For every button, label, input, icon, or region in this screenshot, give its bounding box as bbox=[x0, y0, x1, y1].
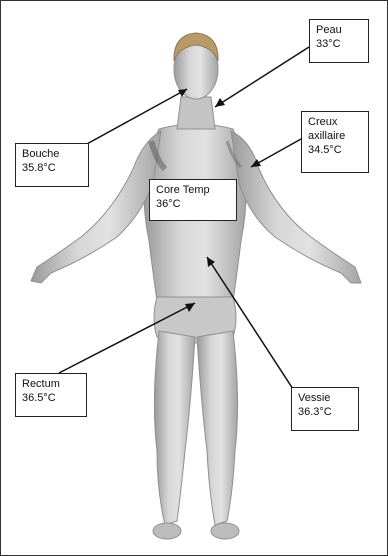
label-skin-value: 33°C bbox=[316, 37, 362, 51]
label-armpit: Creux axillaire 34.5°C bbox=[301, 111, 369, 173]
label-core-value: 36°C bbox=[156, 197, 230, 211]
label-armpit-name-line1: Creux bbox=[308, 115, 362, 129]
neck bbox=[177, 97, 215, 129]
left-leg bbox=[154, 331, 195, 525]
label-core: Core Temp 36°C bbox=[149, 179, 237, 221]
label-armpit-name-line2: axillaire bbox=[308, 129, 362, 143]
label-skin: Peau 33°C bbox=[309, 19, 369, 63]
label-armpit-value: 34.5°C bbox=[308, 143, 362, 157]
label-bladder-name: Vessie bbox=[298, 391, 352, 405]
label-rectum-value: 36.5°C bbox=[22, 391, 80, 405]
arrow-skin bbox=[215, 98, 225, 107]
right-leg bbox=[197, 331, 238, 525]
label-mouth-value: 35.8°C bbox=[22, 161, 82, 175]
leader-skin bbox=[215, 47, 309, 107]
label-core-name: Core Temp bbox=[156, 183, 230, 197]
label-rectum-name: Rectum bbox=[22, 377, 80, 391]
label-skin-name: Peau bbox=[316, 23, 362, 37]
left-foot bbox=[153, 523, 181, 539]
label-rectum: Rectum 36.5°C bbox=[15, 373, 87, 417]
label-bladder: Vessie 36.3°C bbox=[291, 387, 359, 431]
label-mouth-name: Bouche bbox=[22, 147, 82, 161]
label-mouth: Bouche 35.8°C bbox=[15, 143, 89, 187]
right-foot bbox=[211, 523, 239, 539]
label-bladder-value: 36.3°C bbox=[298, 405, 352, 419]
